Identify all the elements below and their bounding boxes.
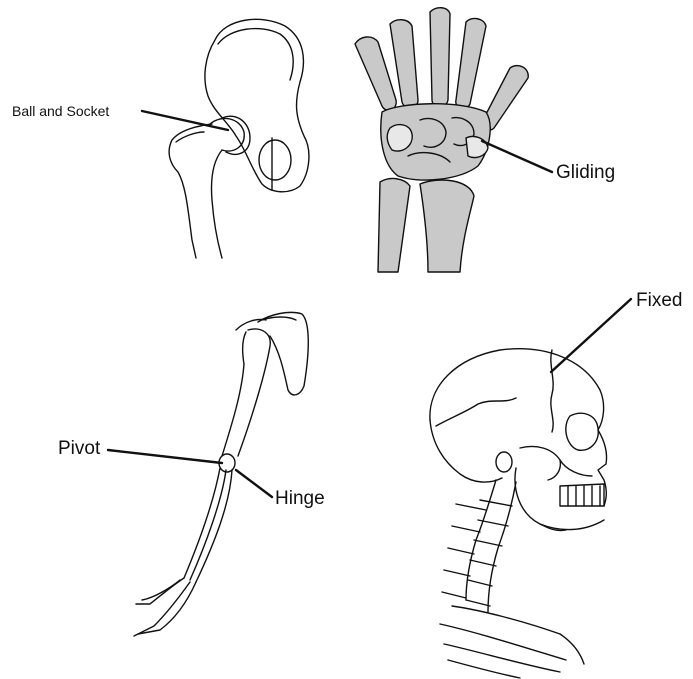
fixed-pointer (551, 299, 631, 372)
pointer-lines (108, 111, 631, 497)
label-hinge: Hinge (275, 489, 325, 508)
arm-illustration (134, 312, 308, 636)
label-fixed: Fixed (636, 291, 682, 310)
label-pivot: Pivot (58, 439, 100, 458)
hinge-pointer (236, 470, 272, 497)
skull-illustration (430, 349, 607, 678)
label-gliding: Gliding (556, 163, 615, 182)
label-ball-and-socket: Ball and Socket (12, 104, 109, 118)
hip-illustration (169, 19, 309, 258)
wrist-illustration (355, 8, 528, 272)
pivot-pointer (108, 450, 222, 463)
gliding-pointer (482, 141, 552, 172)
